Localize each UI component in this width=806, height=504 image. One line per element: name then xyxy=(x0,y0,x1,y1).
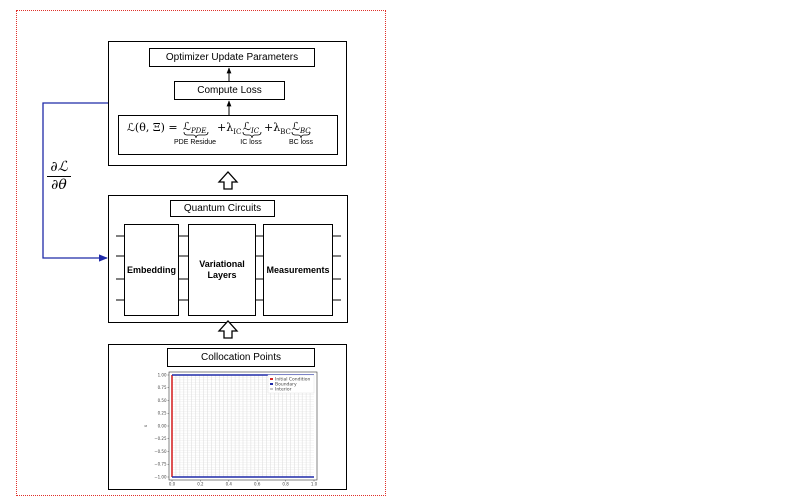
y-axis-label: x xyxy=(143,424,148,427)
x-tick-label: 0.4 xyxy=(226,482,233,487)
optimizer-update-box: Optimizer Update Parameters xyxy=(149,48,315,67)
y-tick-label: −0.25 xyxy=(154,436,167,441)
legend-box xyxy=(267,374,315,394)
loss-equation-box xyxy=(118,115,338,155)
legend-entry: Interior xyxy=(275,387,292,393)
bc-loss-term: ℒBC xyxy=(292,120,311,136)
legend-swatch xyxy=(270,383,273,385)
gradient-label: ∂ℒ ∂θ xyxy=(44,160,74,193)
collocation-to-quantum-block-arrow xyxy=(217,320,239,339)
y-tick-label: −0.75 xyxy=(154,462,167,467)
legend-swatch xyxy=(270,388,273,390)
x-tick-label: 0.2 xyxy=(197,482,204,487)
ic-loss-caption: IC loss xyxy=(240,139,262,146)
legend-entry: Initial Condition xyxy=(275,377,311,383)
ic-lambda: +λIC xyxy=(217,121,242,137)
qubit-wires xyxy=(116,235,341,301)
gradient-numerator: ∂ℒ xyxy=(50,159,68,175)
legend-entry: Boundary xyxy=(275,382,297,388)
loss-term-braces xyxy=(183,131,311,139)
gradient-fraction-bar xyxy=(47,176,71,177)
y-tick-label: 1.00 xyxy=(158,372,167,377)
x-tick-label: 1.0 xyxy=(311,482,318,487)
quantum-circuits-box: Quantum Circuits xyxy=(170,200,275,217)
optimizer-update-label: Optimizer Update Parameters xyxy=(165,52,299,63)
y-tick-label: −0.50 xyxy=(154,449,167,454)
embedding-block: Embedding xyxy=(124,224,179,316)
measurements-block: Measurements xyxy=(263,224,333,316)
legend-swatch xyxy=(270,378,273,380)
y-tick-label: 0.75 xyxy=(158,385,167,390)
y-tick-label: 0.00 xyxy=(158,423,167,428)
bc-lambda: +λBC xyxy=(264,121,291,137)
x-tick-label: 0.0 xyxy=(169,482,176,487)
compute-loss-box: Compute Loss xyxy=(174,81,285,100)
x-tick-label: 0.6 xyxy=(254,482,261,487)
compute-loss-label: Compute Loss xyxy=(197,85,262,96)
variational-layers-label: Variational Layers xyxy=(199,259,245,280)
collocation-points-label: Collocation Points xyxy=(200,352,282,363)
measurements-label: Measurements xyxy=(266,264,330,275)
bc-loss-caption: BC loss xyxy=(288,139,314,146)
outer-frame xyxy=(16,10,386,496)
embedding-label: Embedding xyxy=(127,264,176,275)
quantum-circuits-label: Quantum Circuits xyxy=(183,203,262,214)
x-tick-label: 0.8 xyxy=(282,482,289,487)
y-tick-label: −1.00 xyxy=(154,474,167,479)
gradient-denominator: ∂θ xyxy=(51,177,67,193)
pde-loss-term: ℒPDE xyxy=(183,120,207,136)
variational-layers-block: Variational Layers xyxy=(188,224,256,316)
equation-lhs: ℒ(θ, Ξ) = xyxy=(127,121,178,134)
collocation-points-box: Collocation Points xyxy=(167,348,315,367)
collocation-chart: 0.0 0.2 0.4 0.6 0.8 1.0 1.00 0.75 0.50 0.25 0.00 −0… xyxy=(143,371,318,487)
y-tick-label: 0.50 xyxy=(158,398,167,403)
y-tick-label: 0.25 xyxy=(158,411,167,416)
quantum-to-loss-block-arrow xyxy=(217,171,239,190)
pde-residue-caption: PDE Residue xyxy=(173,139,217,146)
gradient-feedback-arrow xyxy=(42,102,108,262)
ic-loss-term: ℒIC xyxy=(243,120,260,136)
